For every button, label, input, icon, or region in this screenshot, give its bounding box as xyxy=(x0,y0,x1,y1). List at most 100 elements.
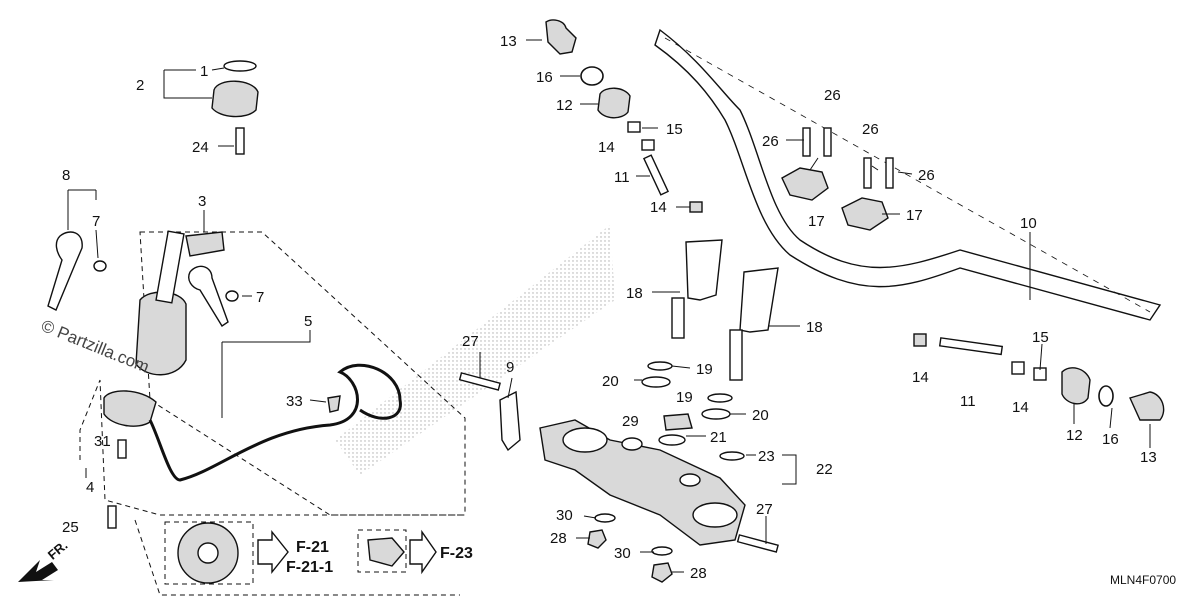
callout-9: 9 xyxy=(506,359,514,376)
callout-30a: 30 xyxy=(556,507,573,524)
collar-14-right-a xyxy=(913,333,927,347)
front-direction-label: FR. xyxy=(45,538,71,563)
callout-29: 29 xyxy=(622,413,639,430)
ref-label-f23: F-23 xyxy=(440,545,473,562)
front-direction-arrow xyxy=(18,560,58,582)
shaft-11-left xyxy=(642,154,670,196)
callout-16b: 16 xyxy=(1102,431,1119,448)
assembly-outline-lower xyxy=(134,519,460,596)
watermark: © Partzilla.com xyxy=(39,316,152,377)
callout-23: 23 xyxy=(758,448,775,465)
washer-19-b xyxy=(707,393,733,403)
wire-harness-5 xyxy=(148,363,402,482)
callout-26b: 26 xyxy=(762,133,779,150)
callout-25: 25 xyxy=(62,519,79,536)
callout-24: 24 xyxy=(192,139,209,156)
callout-27b: 27 xyxy=(756,501,773,518)
callout-18a: 18 xyxy=(626,285,643,302)
callout-20b: 20 xyxy=(752,407,769,424)
callout-3: 3 xyxy=(198,193,206,210)
top-bridge-hole-3 xyxy=(621,437,643,451)
callout-5: 5 xyxy=(304,313,312,330)
ref-arrow-1 xyxy=(257,530,289,574)
washer-21 xyxy=(658,434,686,446)
callout-7a: 7 xyxy=(92,213,100,230)
callout-31: 31 xyxy=(94,433,111,450)
lower-holder-2-stem xyxy=(729,329,743,381)
bolt-27-right xyxy=(736,534,779,553)
nut-28-b xyxy=(651,562,673,583)
callout-4: 4 xyxy=(86,479,94,496)
callout-13b: 13 xyxy=(1140,449,1157,466)
callout-28b: 28 xyxy=(690,565,707,582)
fuel-cap-center xyxy=(197,542,219,564)
weight-12-right xyxy=(1061,367,1091,405)
ring-16-right xyxy=(1098,385,1114,407)
oring-7-b xyxy=(225,290,239,302)
washer-23 xyxy=(719,451,745,461)
switch-base-4 xyxy=(103,390,157,427)
callout-7b: 7 xyxy=(256,289,264,306)
callout-30b: 30 xyxy=(614,545,631,562)
callout-26d: 26 xyxy=(918,167,935,184)
lower-holder-2 xyxy=(739,267,779,333)
washer-19-a xyxy=(647,361,673,371)
nut-28-a xyxy=(587,529,607,549)
ref-box-1 xyxy=(164,521,254,585)
oring-7-a xyxy=(93,260,107,272)
ref-label-f21-1: F-21-1 xyxy=(286,559,333,576)
callout-1: 1 xyxy=(200,63,208,80)
collar-14-left-b xyxy=(689,201,703,213)
callout-12a: 12 xyxy=(556,97,573,114)
callout-15b: 15 xyxy=(1032,329,1049,346)
shaft-11-right xyxy=(938,337,1004,356)
callout-26a: 26 xyxy=(824,87,841,104)
bolt-25 xyxy=(107,505,117,529)
bolt-24 xyxy=(235,127,245,155)
callout-14b: 14 xyxy=(650,199,667,216)
grip-end-13-right xyxy=(1129,391,1165,421)
key-spare xyxy=(188,265,229,327)
callout-17a: 17 xyxy=(808,213,825,230)
bolt-26-c xyxy=(863,157,872,189)
callout-22: 22 xyxy=(816,461,833,478)
top-bridge-hole-2 xyxy=(692,502,738,528)
weight-12-left xyxy=(597,87,631,119)
callout-18b: 18 xyxy=(806,319,823,336)
bolt-26-b xyxy=(823,127,832,157)
key-tag xyxy=(185,231,225,257)
ref-arrow-2 xyxy=(409,529,437,575)
shading-band xyxy=(335,225,615,475)
callout-11a: 11 xyxy=(614,169,630,186)
washer-20-a xyxy=(641,376,671,388)
callout-10: 10 xyxy=(1020,215,1037,232)
rubber-29 xyxy=(663,413,693,431)
grip-end-13-left xyxy=(545,19,577,55)
callout-33: 33 xyxy=(286,393,303,410)
top-bridge-hole-4 xyxy=(679,473,701,487)
bolt-26-a xyxy=(802,127,811,157)
collar-15-left xyxy=(627,121,641,133)
key-in-switch xyxy=(155,230,185,304)
top-bridge-hole-1 xyxy=(562,427,608,453)
handlebar-centerline xyxy=(664,37,1151,313)
clip-33 xyxy=(327,395,341,413)
callout-13a: 13 xyxy=(500,33,517,50)
lock-cylinder-icon xyxy=(367,537,405,567)
handlebar xyxy=(654,28,1162,321)
callout-14d: 14 xyxy=(1012,399,1029,416)
callout-21: 21 xyxy=(710,429,727,446)
callout-14a: 14 xyxy=(598,139,615,156)
bolt-26-d xyxy=(885,157,894,189)
callout-20a: 20 xyxy=(602,373,619,390)
callout-27a: 27 xyxy=(462,333,479,350)
key-8-a xyxy=(47,231,83,311)
callout-17b: 17 xyxy=(906,207,923,224)
callout-15a: 15 xyxy=(666,121,683,138)
collar-14-right-b xyxy=(1011,361,1025,375)
ring-16-left xyxy=(580,66,604,86)
clip-1 xyxy=(223,60,257,72)
bracket-9 xyxy=(499,390,521,452)
lower-holder-1-stem xyxy=(671,297,685,339)
